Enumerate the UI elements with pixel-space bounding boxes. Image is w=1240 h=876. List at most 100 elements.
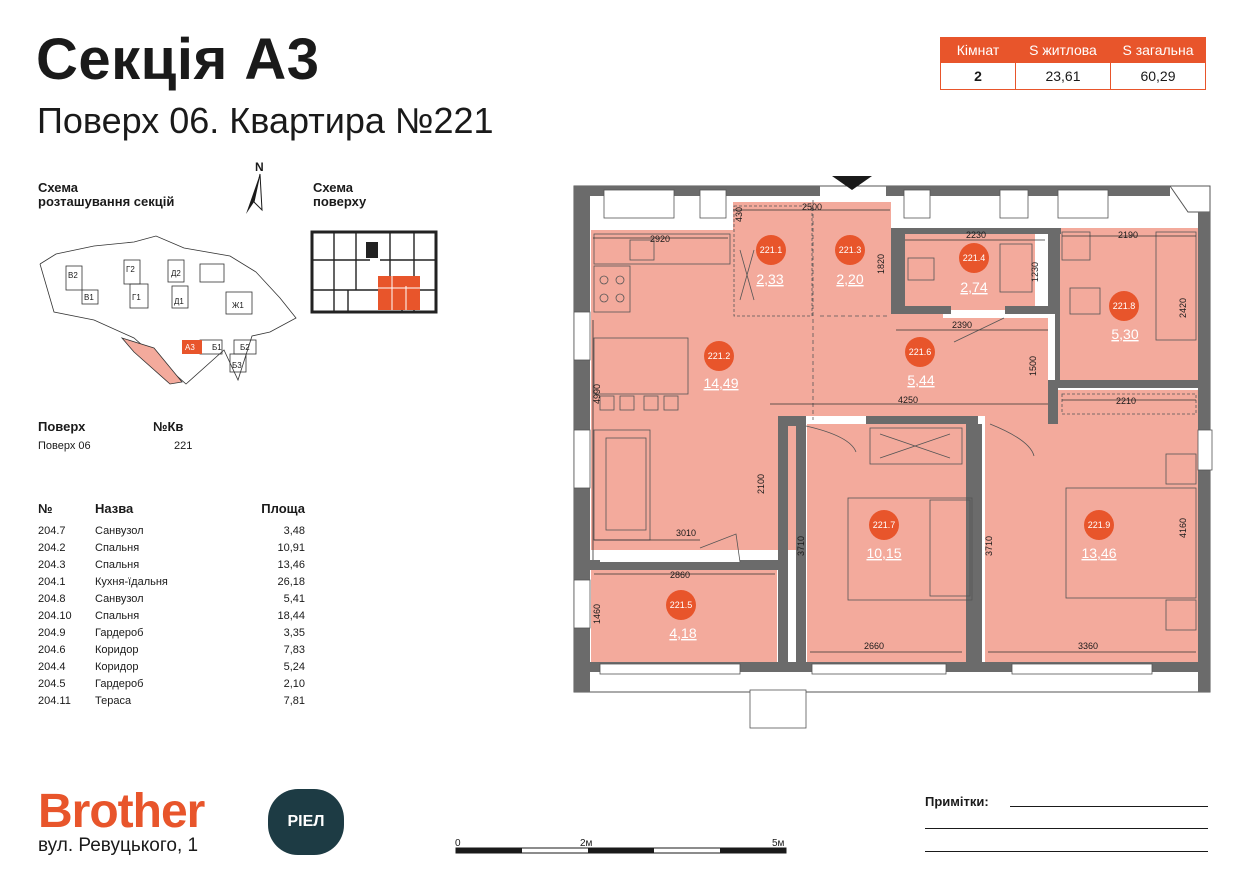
room-badge: 221.7 10,15: [866, 510, 902, 561]
room-id: 221.7: [873, 520, 896, 530]
room-number: 204.10: [38, 609, 72, 622]
scale-label: 2м: [580, 838, 593, 849]
notes-label: Примітки:: [925, 794, 989, 809]
dim-label: 4160: [1178, 518, 1188, 538]
site-plan-label-line2: розташування секцій: [38, 194, 175, 209]
room-area-value: 2,10: [283, 677, 305, 690]
room-area: 5,44: [907, 372, 934, 388]
room-badge: 221.1 2,33: [756, 235, 786, 287]
room-number: 204.11: [38, 694, 71, 707]
room-area-value: 13,46: [277, 558, 305, 571]
room-name: Спальня: [95, 541, 140, 554]
rooms-col-name: Назва: [95, 501, 134, 516]
room-area: 2,74: [960, 279, 987, 295]
room-number: 204.4: [38, 660, 66, 673]
site-label-g2: Г2: [126, 265, 135, 274]
room-area-value: 7,83: [283, 643, 305, 656]
room-number: 204.8: [38, 592, 66, 605]
room-badges: 221.1 2,33 221.3 2,20 221.4 2,74 221.8 5…: [666, 235, 1139, 641]
room-area-value: 26,18: [277, 575, 305, 588]
brand-logo: Brother: [38, 785, 205, 838]
scale-bar: 0 2м 5м: [455, 838, 787, 854]
dim-label: 1230: [1030, 262, 1040, 282]
dim-label: 3010: [676, 528, 696, 538]
dim-label: 2390: [952, 320, 972, 330]
site-label-b2: Б2: [240, 343, 250, 352]
rooms-count-header: Кімнат: [940, 37, 1016, 63]
site-label-g1: Г1: [132, 293, 141, 302]
room-name: Санвузол: [95, 524, 144, 537]
address: вул. Ревуцького, 1: [38, 835, 199, 856]
entrance-arrow-icon: [832, 176, 872, 190]
room-name: Гардероб: [95, 626, 144, 639]
room-badge: 221.9 13,46: [1081, 510, 1117, 561]
site-label-v2: В2: [68, 271, 78, 280]
room-area: 2,20: [836, 271, 863, 287]
brand-badge: РІЕЛ: [268, 789, 344, 855]
site-plan-label: Схема розташування секцій: [38, 181, 174, 209]
section-title: Секція А3: [36, 27, 320, 92]
room-badge: 221.4 2,74: [959, 243, 989, 295]
apartment-subtitle: Поверх 06. Квартира №221: [37, 100, 494, 141]
floor-scheme-label-line1: Схема: [313, 180, 354, 195]
site-label-b3: Б3: [232, 361, 242, 370]
room-number: 204.9: [38, 626, 66, 639]
room-area-value: 3,48: [283, 524, 305, 537]
dim-label: 4250: [898, 395, 918, 405]
room-area-value: 5,24: [283, 660, 305, 673]
room-area: 4,18: [669, 625, 696, 641]
apartment-number-header: №Кв: [153, 419, 184, 434]
room-area-value: 10,91: [277, 541, 305, 554]
room-id: 221.4: [963, 253, 986, 263]
dim-label: 3360: [1078, 641, 1098, 651]
room-area-value: 3,35: [283, 626, 305, 639]
living-area-header: S житлова: [1015, 37, 1111, 63]
dim-label: 2420: [1178, 298, 1188, 318]
room-badge: 221.6 5,44: [905, 337, 935, 388]
site-label-b1: Б1: [212, 343, 222, 352]
room-name: Тераса: [95, 694, 132, 707]
room-number: 204.1: [38, 575, 66, 588]
room-row: 204.8 Санвузол 5,41: [38, 590, 305, 607]
dim-label: 2190: [1118, 230, 1138, 240]
room-area: 13,46: [1081, 545, 1116, 561]
scale-label: 5м: [772, 838, 785, 849]
rooms-count-value: 2: [940, 62, 1016, 90]
dim-label: 2230: [966, 230, 986, 240]
room-id: 221.6: [909, 347, 932, 357]
floor-scheme-map: [310, 230, 438, 314]
room-name: Санвузол: [95, 592, 144, 605]
room-id: 221.2: [708, 351, 731, 361]
room-number: 204.2: [38, 541, 66, 554]
apartment-number-value: 221: [174, 440, 193, 452]
total-area-header: S загальна: [1110, 37, 1206, 63]
apartment-floor-plan: 2500 430 2920 2230 1230 2190 1820 2390 2…: [573, 176, 1213, 729]
site-plan-map: В2 В1 Г2 Г1 Д2 Д1 Ж1 А3 Б1 Б2 Б3: [39, 235, 297, 385]
room-name: Гардероб: [95, 677, 144, 690]
north-label: N: [255, 160, 264, 174]
room-badge: 221.2 14,49: [703, 341, 739, 391]
room-area: 14,49: [703, 375, 738, 391]
dim-label: 2500: [802, 202, 822, 212]
room-badge: 221.3 2,20: [835, 235, 865, 287]
room-number: 204.7: [38, 524, 66, 537]
dim-label: 2920: [650, 234, 670, 244]
notes-line: [925, 828, 1208, 829]
floor-value: Поверх 06: [38, 440, 91, 452]
room-area-value: 5,41: [283, 592, 305, 605]
room-number: 204.6: [38, 643, 66, 656]
dim-label: 4990: [592, 384, 602, 404]
site-label-zh1: Ж1: [232, 301, 244, 310]
compass-icon: [246, 173, 263, 214]
dim-label: 1500: [1028, 356, 1038, 376]
site-label-d2: Д2: [171, 269, 181, 278]
room-badge: 221.8 5,30: [1109, 291, 1139, 342]
living-area-value: 23,61: [1015, 62, 1111, 90]
site-label-a3: А3: [185, 343, 195, 352]
